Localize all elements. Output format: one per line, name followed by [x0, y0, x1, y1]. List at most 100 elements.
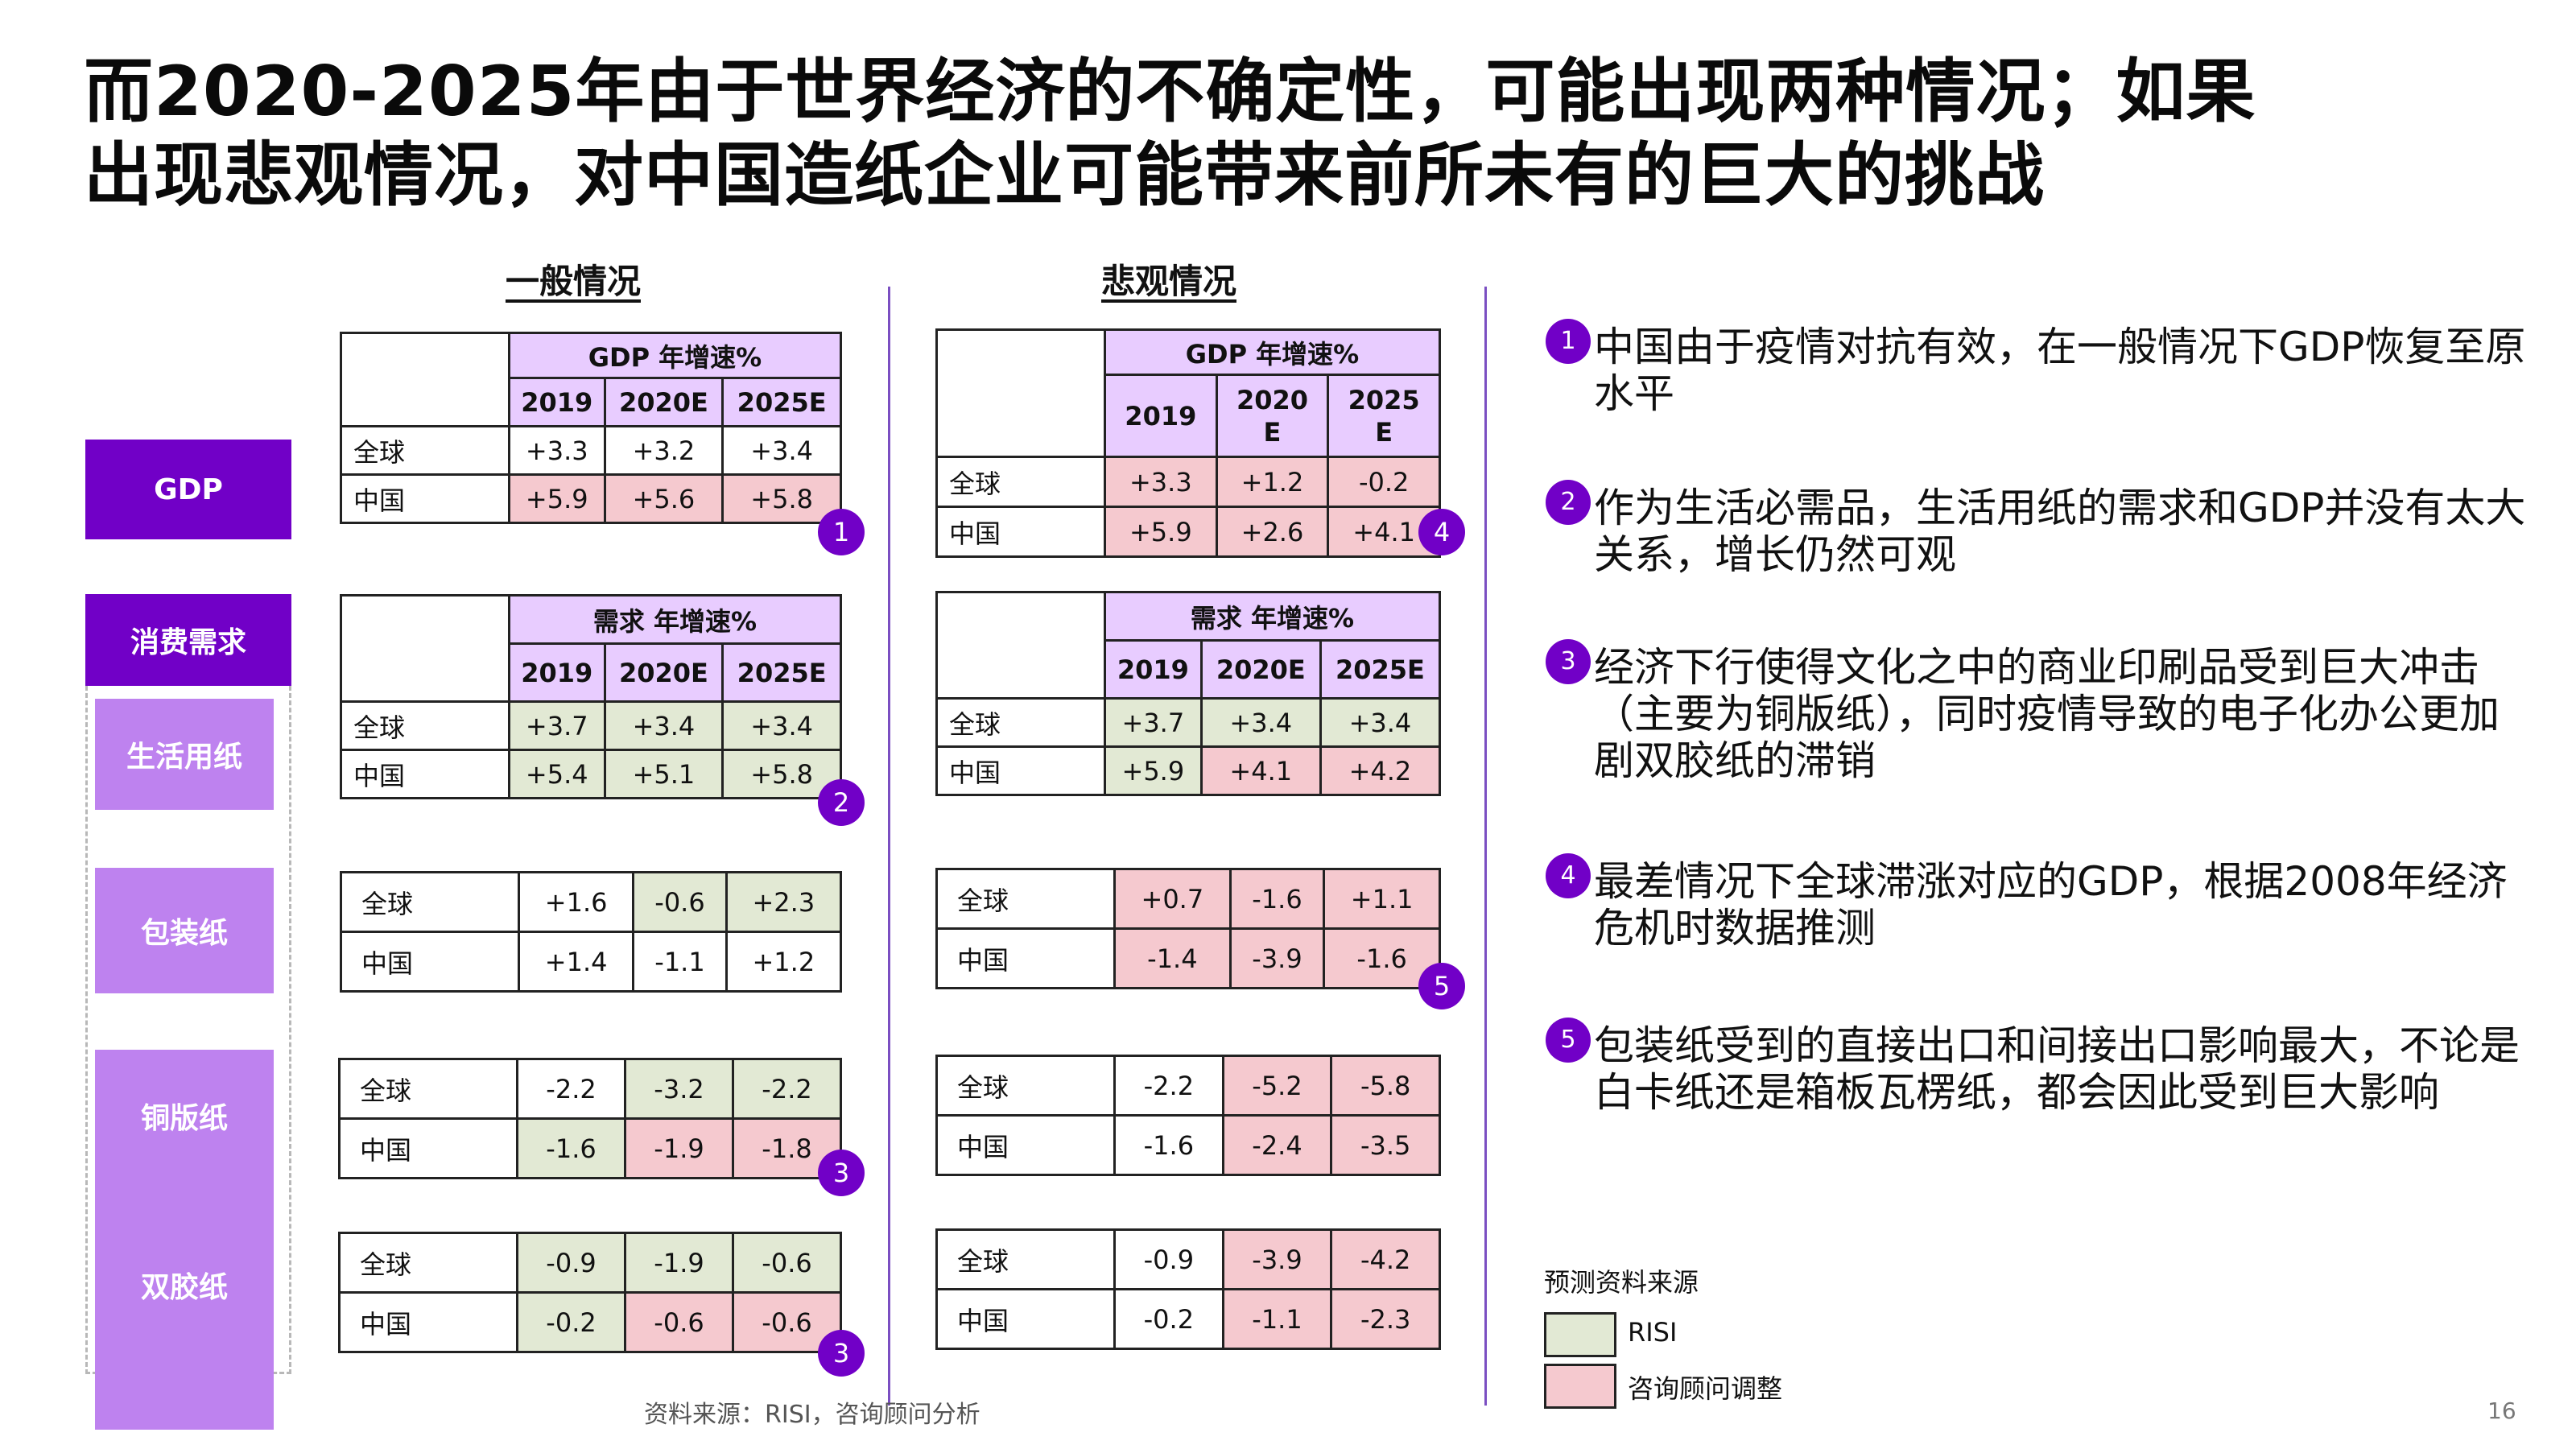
category-coated-offset-block: 铜版纸 双胶纸: [95, 1050, 274, 1430]
table-cell: -0.6: [624, 1291, 734, 1353]
note-number: 3: [1546, 639, 1591, 684]
note-number: 5: [1546, 1018, 1591, 1063]
divider-line: [1484, 287, 1487, 1406]
category-gdp: GDP: [85, 440, 291, 539]
note-5: 5 包装纸受到的直接出口和间接出口影响最大，不论是白卡纸还是箱板瓦楞纸，都会因此…: [1546, 1018, 2528, 1116]
table-cell: +4.1: [1327, 506, 1441, 558]
row-label: 全球: [338, 1232, 518, 1294]
table-cell: -0.6: [632, 871, 728, 933]
row-label: 全球: [338, 1058, 518, 1120]
legend-label-consult: 咨询顾问调整: [1628, 1373, 1783, 1404]
table-cell: -2.2: [732, 1058, 842, 1120]
note-number: 2: [1546, 480, 1591, 525]
table-cell: -1.6: [1113, 1114, 1224, 1176]
legend-title: 预测资料来源: [1544, 1267, 1699, 1298]
table-cell: -3.2: [624, 1058, 734, 1120]
table-cell: +3.4: [721, 700, 842, 751]
table-cell: +2.6: [1215, 506, 1330, 558]
table-cell: +3.4: [721, 425, 842, 476]
row-label: 全球: [935, 1228, 1116, 1290]
legend-label-risi: RISI: [1628, 1317, 1678, 1348]
page-title: 而2020-2025年由于世界经济的不确定性，可能出现两种情况；如果出现悲观情况…: [84, 52, 2256, 216]
marker-4: 4: [1418, 509, 1465, 555]
row-label: 中国: [935, 1288, 1116, 1350]
note-2: 2 作为生活必需品，生活用纸的需求和GDP并没有太大关系，增长仍然可观: [1546, 480, 2528, 578]
category-consumer-demand: 消费需求: [85, 594, 291, 686]
table-cell: +5.4: [508, 749, 606, 799]
table-cell: +1.4: [517, 931, 635, 993]
packaging-table-pessimistic: 全球 +0.7 -1.6 +1.1 中国 -1.4 -3.9 -1.6: [935, 868, 1441, 989]
note-3: 3 经济下行使得文化之中的商业印刷品受到巨大冲击（主要为铜版纸），同时疫情导致的…: [1546, 639, 2528, 784]
table-cell: -1.1: [1221, 1288, 1333, 1350]
row-label: 全球: [340, 425, 510, 476]
year-header: 2020E: [603, 642, 724, 703]
table-cell: +5.1: [603, 749, 724, 799]
legend-swatch-risi: [1544, 1312, 1616, 1357]
legend-swatch-consult: [1544, 1364, 1616, 1409]
table-cell: +3.4: [1319, 697, 1442, 748]
gdp-table-normal: GDP 年增速% 2019 2020E 2025E 全球 +3.3 +3.2 +…: [340, 332, 842, 524]
note-4: 4 最差情况下全球滞涨对应的GDP，根据2008年经济危机时数据推测: [1546, 853, 2528, 952]
table-cell: +1.1: [1323, 868, 1441, 930]
row-label: 全球: [935, 1055, 1116, 1117]
row-label: 中国: [935, 745, 1106, 796]
table-cell: +5.9: [1104, 745, 1203, 796]
table-cell: -0.2: [1327, 456, 1441, 508]
source-note: 资料来源：RISI，咨询顾问分析: [644, 1401, 980, 1429]
note-text: 包装纸受到的直接出口和间接出口影响最大，不论是白卡纸还是箱板瓦楞纸，都会因此受到…: [1594, 1022, 2520, 1116]
table-header: GDP 年增速%: [1104, 328, 1441, 376]
year-header: 2019: [508, 642, 606, 703]
column-heading-normal: 一般情况: [505, 262, 641, 301]
table-cell: +1.2: [1215, 456, 1330, 508]
table-cell: -1.6: [516, 1117, 626, 1179]
table-cell: +3.4: [603, 700, 724, 751]
year-header: 2020E: [1199, 639, 1322, 700]
row-label: 中国: [935, 506, 1106, 558]
year-header: 2019: [1104, 374, 1218, 458]
table-cell: +2.3: [724, 871, 843, 933]
row-label: 全球: [935, 456, 1106, 508]
marker-5: 5: [1418, 963, 1465, 1009]
table-cell: +4.1: [1199, 745, 1322, 796]
note-1: 1 中国由于疫情对抗有效，在一般情况下GDP恢复至原水平: [1546, 319, 2528, 417]
table-cell: +1.6: [517, 871, 635, 933]
year-header: 2019: [508, 377, 606, 427]
table-cell: -2.4: [1221, 1114, 1333, 1176]
tissue-table-normal: 需求 年增速% 2019 2020E 2025E 全球 +3.7 +3.4 +3…: [340, 594, 842, 799]
row-label: 全球: [935, 697, 1106, 748]
marker-3: 3: [818, 1330, 865, 1377]
row-label: 中国: [340, 931, 520, 993]
year-header: 2025E: [1319, 639, 1442, 700]
row-label: 中国: [935, 1114, 1116, 1176]
note-text: 最差情况下全球滞涨对应的GDP，根据2008年经济危机时数据推测: [1594, 858, 2508, 952]
table-cell: -5.2: [1221, 1055, 1333, 1117]
marker-2: 2: [818, 779, 865, 826]
table-cell: +3.2: [603, 425, 724, 476]
table-cell: -2.2: [1113, 1055, 1224, 1117]
category-packaging: 包装纸: [95, 868, 274, 993]
row-label: 中国: [340, 749, 510, 799]
table-cell: +5.9: [508, 473, 606, 524]
table-cell: +4.2: [1319, 745, 1442, 796]
year-header: 2025E: [721, 642, 842, 703]
table-cell: +5.8: [721, 749, 842, 799]
table-cell: +0.7: [1113, 868, 1232, 930]
table-cell: +5.6: [603, 473, 724, 524]
row-label: 全球: [935, 868, 1116, 930]
table-header: 需求 年增速%: [508, 594, 842, 645]
category-offset: 双胶纸: [140, 1271, 228, 1304]
coated-table-normal: 全球 -2.2 -3.2 -2.2 中国 -1.6 -1.9 -1.8: [338, 1058, 842, 1179]
table-cell: +3.3: [1104, 456, 1218, 508]
table-cell: -0.2: [516, 1291, 626, 1353]
table-cell: +3.4: [1199, 697, 1322, 748]
page-number: 16: [2487, 1397, 2516, 1424]
table-cell: -1.4: [1113, 927, 1232, 989]
table-cell: -1.9: [624, 1117, 734, 1179]
row-label: 全球: [340, 700, 510, 751]
row-label: 中国: [338, 1291, 518, 1353]
table-cell: -3.9: [1228, 927, 1326, 989]
note-number: 4: [1546, 853, 1591, 898]
note-text: 经济下行使得文化之中的商业印刷品受到巨大冲击（主要为铜版纸），同时疫情导致的电子…: [1594, 644, 2500, 784]
year-header: 2025E: [721, 377, 842, 427]
